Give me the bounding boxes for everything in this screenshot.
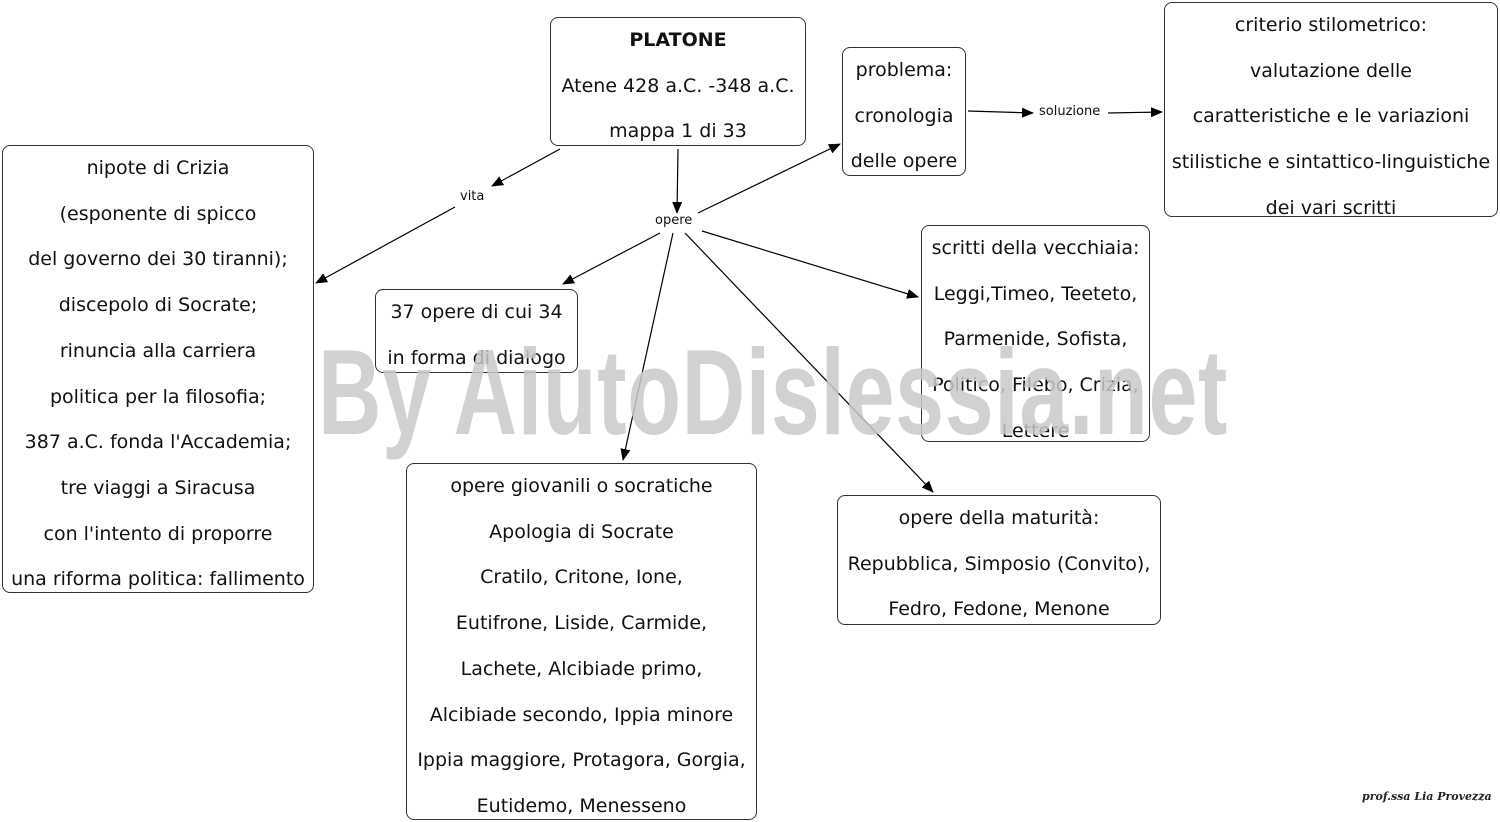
node-line: Apologia di Socrate [489,520,674,543]
node-opere-count[interactable]: 37 opere di cui 34 in forma di dialogo [375,289,578,373]
connector-soluzione-to-criterio [1107,107,1163,118]
node-problema[interactable]: problema: cronologia delle opere [842,47,966,176]
root-node-platone[interactable]: PLATONE Atene 428 a.C. -348 a.C. mappa 1… [550,17,806,146]
node-line: del governo dei 30 tiranni); [28,248,288,271]
node-scritti-vecchiaia[interactable]: scritti della vecchiaia: Leggi,Timeo, Te… [921,225,1150,442]
node-line: politica per la filosofia; [49,385,267,408]
root-line: mappa 1 di 33 [609,120,747,143]
node-line: scritti della vecchiaia: [931,237,1140,259]
node-line: tre viaggi a Siracusa [60,476,256,499]
node-line: Repubblica, Simposio (Convito), [847,552,1151,575]
node-line: Politico, Filebo, Crizia, [932,374,1139,397]
node-line: Eutifrone, Liside, Carmide, [455,612,708,635]
link-label-vita: vita [458,189,487,205]
node-line: cronologia [854,104,954,127]
connector-opere-to-vecchiaia [701,230,919,299]
node-vita[interactable]: nipote di Crizia (esponente di spicco de… [2,145,314,593]
node-line: con l'intento di proporre [43,522,273,545]
node-line: nipote di Crizia [86,157,230,179]
node-line: (esponente di spicco [59,202,257,225]
author-signature: prof.ssa Lia Provezza [1362,790,1492,803]
node-line: Alcibiade secondo, Ippia minore [429,703,734,726]
node-line: Lettere [1001,419,1070,442]
node-line: discepolo di Socrate; [58,294,258,317]
node-line: Cratilo, Critone, Ione, [480,566,683,589]
node-line: problema: [855,59,953,81]
connector-opere-to-count [562,232,661,285]
node-opere-maturita[interactable]: opere della maturità: Repubblica, Simpos… [837,495,1161,625]
node-line: caratteristiche e le variazioni [1192,105,1470,128]
connector-opere-to-giovanili [620,232,674,461]
connector-problema-to-soluzione [967,107,1034,118]
node-line: Leggi,Timeo, Teeteto, [933,282,1138,305]
node-line: criterio stilometrico: [1234,14,1428,36]
node-opere-giovanili[interactable]: opere giovanili o socratiche Apologia di… [406,463,757,820]
node-line: in forma di dialogo [387,346,566,369]
node-line: Lachete, Alcibiade primo, [460,657,703,680]
node-line: stilistiche e sintattico-linguistiche [1171,151,1491,174]
node-line: una riforma politica: fallimento [11,568,305,591]
link-label-soluzione: soluzione [1037,104,1103,120]
node-line: 37 opere di cui 34 [390,301,563,323]
node-criterio-stilometrico[interactable]: criterio stilometrico: valutazione delle… [1164,2,1498,217]
node-line: Ippia maggiore, Protagora, Gorgia, [417,749,746,772]
root-line: Atene 428 a.C. -348 a.C. [561,74,795,97]
root-title: PLATONE [629,29,727,51]
link-label-opere: opere [653,213,695,229]
node-line: dei vari scritti [1265,196,1397,217]
connector-root-to-opere-label [672,148,683,214]
connector-opere-to-maturita [684,232,934,493]
connector-root-to-vita-label [491,148,561,187]
node-line: Eutidemo, Menesseno [476,794,687,817]
node-line: rinuncia alla carriera [59,339,257,362]
node-line: Parmenide, Sofista, [943,328,1128,351]
node-line: valutazione delle [1250,59,1412,82]
node-line: opere della maturità: [898,507,1100,529]
connector-vita-label-to-vita-box [315,206,456,284]
node-line: opere giovanili o socratiche [450,475,713,497]
connector-opere-to-problema [697,143,841,214]
node-line: 387 a.C. fonda l'Accademia; [24,431,292,454]
node-line: Fedro, Fedone, Menone [888,598,1110,621]
node-line: delle opere [850,150,958,173]
